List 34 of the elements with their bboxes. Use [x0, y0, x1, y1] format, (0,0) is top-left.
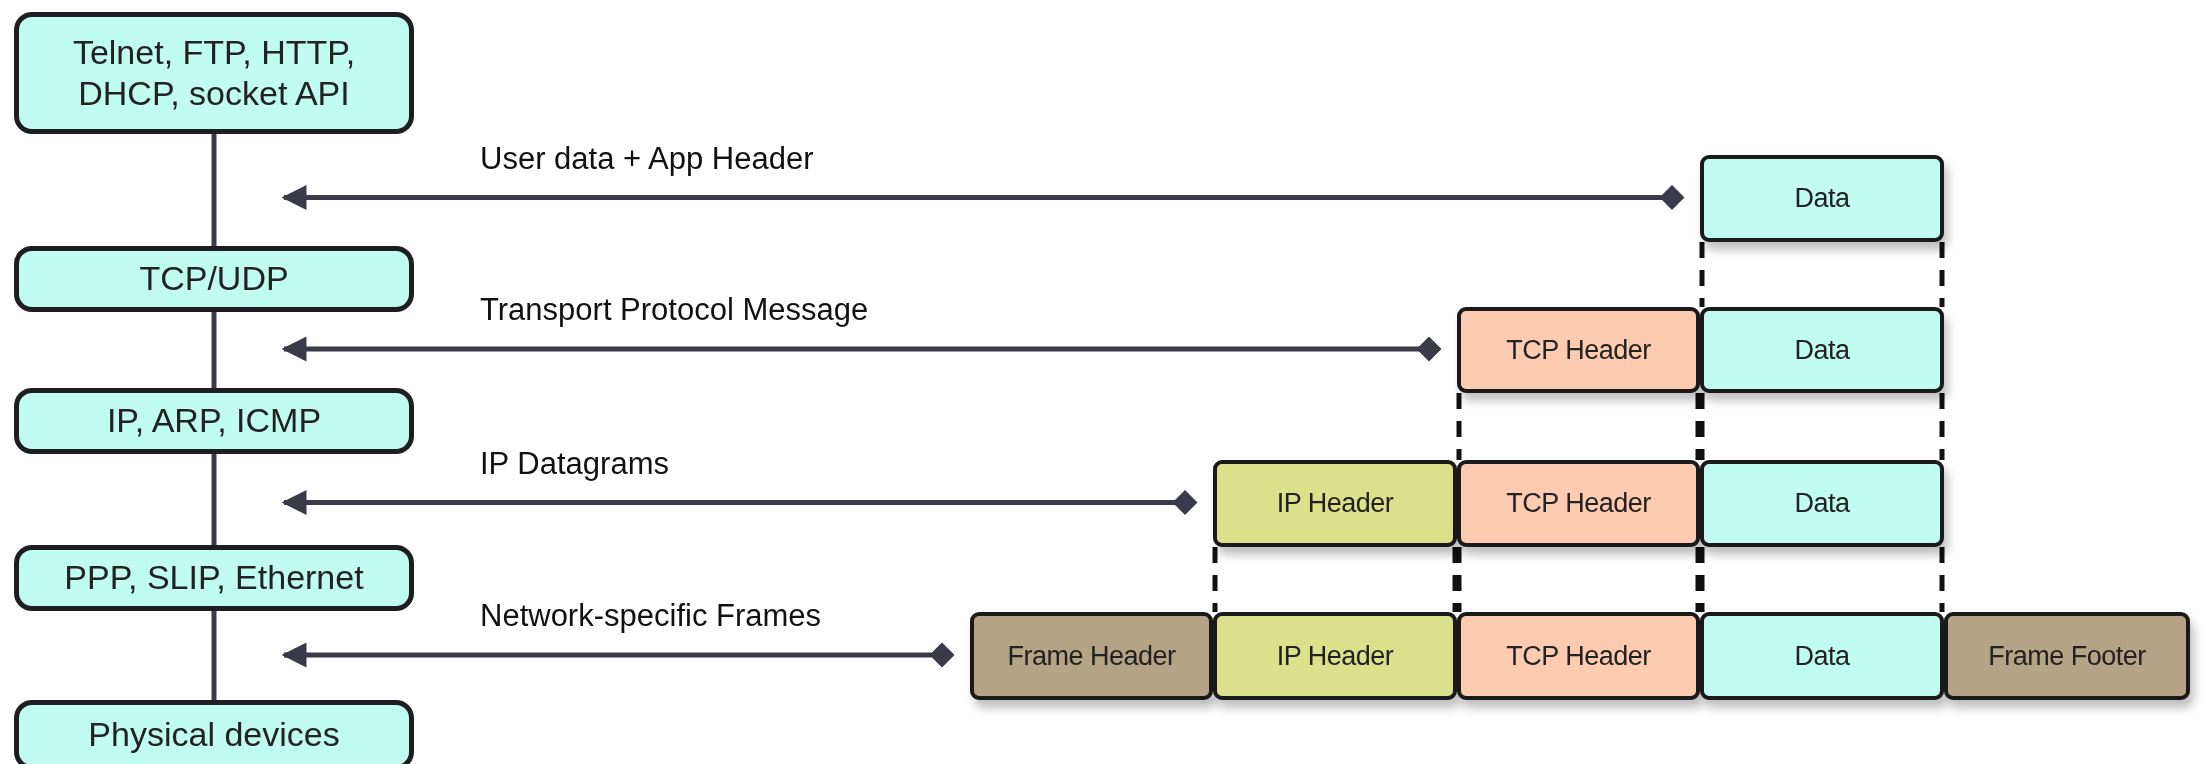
packet-segment: Data	[1700, 460, 1944, 547]
packet-segment: TCP Header	[1457, 307, 1700, 393]
dashed-guide-line	[1699, 544, 1945, 615]
layer-box: Telnet, FTP, HTTP, DHCP, socket API	[14, 12, 414, 134]
packet-segment: IP Header	[1213, 460, 1457, 547]
packet-segment: Data	[1700, 612, 1944, 700]
dashed-guide-line	[1212, 544, 1458, 615]
dashed-guide-line	[1456, 544, 1701, 615]
edge-label: IP Datagrams	[480, 445, 669, 482]
connector-line	[211, 134, 217, 246]
layer-box: Physical devices	[14, 700, 414, 764]
layer-box: IP, ARP, ICMP	[14, 388, 414, 454]
packet-segment: TCP Header	[1457, 612, 1700, 700]
dashed-guide-line	[1699, 239, 1945, 310]
layer-box: TCP/UDP	[14, 246, 414, 312]
dashed-guide-line	[1456, 390, 1701, 463]
arrow	[281, 185, 1685, 210]
edge-label: User data + App Header	[480, 140, 814, 177]
edge-label: Network-specific Frames	[480, 598, 822, 634]
connector-line	[211, 454, 217, 545]
packet-segment: Frame Footer	[1944, 612, 2190, 700]
connector-line	[211, 611, 217, 700]
packet-segment: Data	[1700, 155, 1944, 242]
dashed-guide-line	[1699, 390, 1945, 463]
packet-segment: Frame Header	[970, 612, 1213, 700]
arrow	[281, 490, 1198, 515]
packet-segment: IP Header	[1213, 612, 1457, 700]
connector-line	[211, 312, 217, 388]
layer-box: PPP, SLIP, Ethernet	[14, 545, 414, 611]
arrow	[281, 336, 1442, 362]
arrow	[281, 642, 955, 668]
packet-segment: TCP Header	[1457, 460, 1700, 547]
packet-segment: Data	[1700, 307, 1944, 393]
edge-label: Transport Protocol Message	[480, 292, 869, 328]
